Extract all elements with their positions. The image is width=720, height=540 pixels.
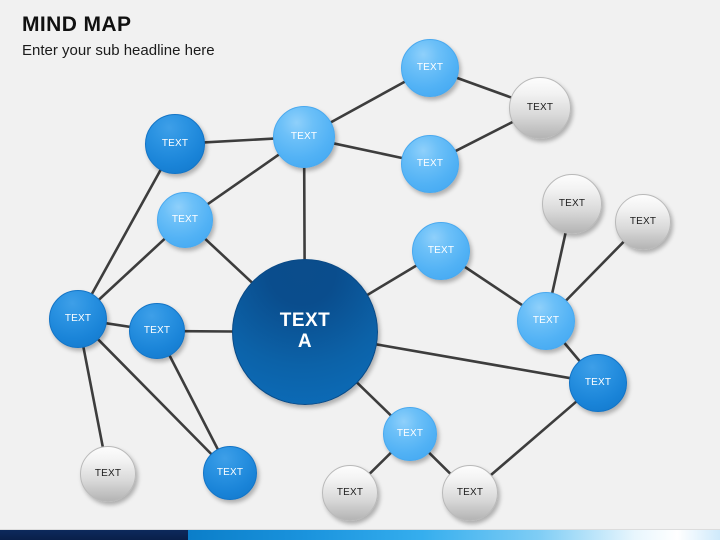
mind-map-node[interactable]: TEXT (401, 39, 459, 97)
edge-n2-n12 (97, 237, 167, 302)
mind-map-node[interactable]: TEXT (129, 303, 185, 359)
node-label: TEXT (161, 137, 189, 149)
node-label: TEXT (171, 213, 199, 225)
mind-map-node[interactable]: TEXT (145, 114, 205, 174)
edge-hub-n11 (374, 342, 572, 380)
mind-map-node[interactable]: TEXT (273, 106, 335, 168)
node-label: TEXT (64, 312, 92, 324)
edge-n3-n6 (331, 142, 404, 160)
slide-header: MIND MAP Enter your sub headline here (22, 12, 442, 61)
footer-bar-dark-segment (0, 530, 188, 540)
central-node[interactable]: TEXT A (232, 259, 378, 405)
node-label: TEXT (94, 467, 122, 479)
page-title: MIND MAP (22, 13, 132, 36)
edge-n16-n18 (427, 450, 453, 476)
node-label: TEXT (336, 486, 364, 498)
footer-hairline (0, 529, 720, 530)
node-label: TEXT (416, 157, 444, 169)
central-node-label: TEXT A (279, 310, 331, 352)
edge-n1-n12 (90, 168, 163, 296)
footer-bar-gradient-segment (188, 530, 720, 540)
mind-map-node[interactable]: TEXT (383, 407, 437, 461)
node-label: TEXT (558, 197, 586, 209)
mind-map-node[interactable]: TEXT (322, 465, 378, 521)
mind-map-node[interactable]: TEXT (517, 292, 575, 350)
node-label: TEXT (584, 376, 612, 388)
edge-n3-n4 (328, 80, 407, 124)
edge-n10-n11 (562, 341, 582, 363)
edge-n13-n15 (168, 353, 220, 452)
edge-n11-n18 (489, 399, 579, 477)
node-label: TEXT (396, 427, 424, 439)
mind-map-node[interactable]: TEXT (49, 290, 107, 348)
footer-bar (0, 530, 720, 540)
node-label: TEXT (456, 486, 484, 498)
edge-n4-n5 (454, 76, 514, 99)
edge-n7-n10 (462, 265, 525, 307)
edge-n12-n13 (104, 321, 132, 329)
mind-map-node[interactable]: TEXT (401, 135, 459, 193)
mind-map-node[interactable]: TEXT (569, 354, 627, 412)
edge-n12-n14 (82, 345, 105, 449)
node-label: TEXT (629, 215, 657, 227)
edge-hub-n16 (355, 380, 393, 418)
edge-hub-n7 (365, 263, 419, 297)
node-label: TEXT (526, 101, 554, 113)
mind-map-node[interactable]: TEXT (157, 192, 213, 248)
mind-map-node[interactable]: TEXT (615, 194, 671, 250)
edge-n3-n2 (205, 152, 281, 206)
edge-hub-n2 (203, 237, 254, 285)
mind-map-node[interactable]: TEXT (442, 465, 498, 521)
edge-n5-n6 (453, 120, 515, 153)
edge-n10-n8 (550, 231, 568, 296)
node-label: TEXT (427, 244, 455, 256)
mind-map-node[interactable]: TEXT (509, 77, 571, 139)
edge-n16-n17 (367, 450, 393, 476)
node-label: TEXT (532, 314, 560, 326)
mind-map-node[interactable]: TEXT (203, 446, 257, 500)
edge-n3-n1 (202, 137, 276, 144)
mind-map-node[interactable]: TEXT (80, 446, 136, 502)
mind-map-node[interactable]: TEXT (542, 174, 602, 234)
node-label: TEXT (416, 61, 444, 73)
node-label: TEXT (290, 130, 318, 142)
node-label: TEXT (216, 466, 244, 478)
node-label: TEXT (143, 324, 171, 336)
edge-n10-n9 (564, 240, 626, 303)
mind-map-node[interactable]: TEXT (412, 222, 470, 280)
edge-n12-n15 (96, 337, 213, 456)
page-subtitle: Enter your sub headline here (22, 42, 215, 59)
